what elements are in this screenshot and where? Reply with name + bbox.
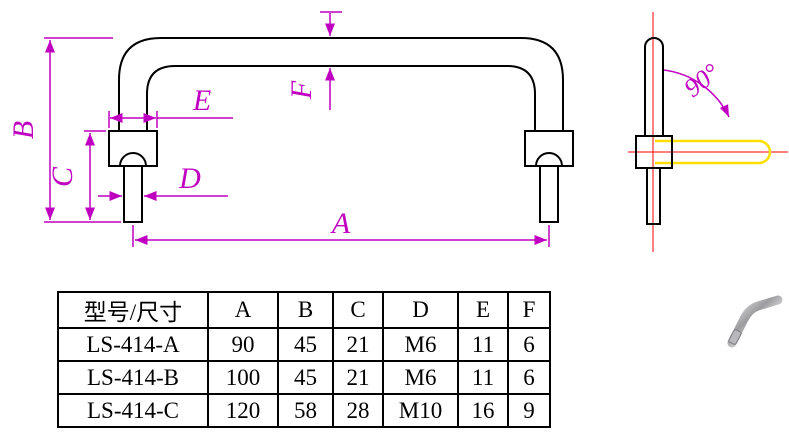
spec-cell: 90 [207,327,279,362]
dim-label-B: B [7,121,40,139]
side-view: 90° [628,12,788,252]
spec-table: 型号/尺寸 A B C D E F LS-414-A 90 45 21 M6 1… [57,291,551,428]
spec-cell: 11 [457,327,509,362]
rotated-position-outline [655,139,772,165]
side-handle-bar [644,37,664,136]
spec-cell: 45 [277,360,334,395]
spec-header-d: D [382,291,459,329]
rotation-arc-arrowhead [719,104,729,117]
spec-row-ls414a: LS-414-A 90 45 21 M6 11 6 [57,327,551,362]
spec-header-f: F [507,291,551,329]
left-mount-block [108,130,158,167]
spec-header-model: 型号/尺寸 [57,291,209,329]
right-mount-block [524,130,574,167]
spec-header-c: C [332,291,384,329]
spec-row-ls414b: LS-414-B 100 45 21 M6 11 6 [57,360,551,395]
spec-cell-model: LS-414-A [57,327,209,362]
angle-label: 90° [678,58,725,103]
spec-cell-model: LS-414-C [57,393,209,428]
dimensions [44,11,550,247]
handle-product-photo [727,295,783,348]
spec-header-e: E [457,291,509,329]
right-stud [539,165,559,223]
spec-cell: 45 [277,327,334,362]
spec-cell: 6 [507,327,551,362]
photo-handle-nut [728,329,742,345]
spec-cell: 58 [277,393,334,428]
spec-cell: 16 [457,393,509,428]
dim-label-E: E [192,84,211,117]
spec-cell: 21 [332,360,384,395]
photo-handle-tube [727,295,783,348]
spec-cell: 11 [457,360,509,395]
spec-cell: 21 [332,327,384,362]
front-view [108,37,574,223]
spec-cell: M6 [382,360,459,395]
spec-header-row: 型号/尺寸 A B C D E F [57,291,551,329]
spec-cell: 9 [507,393,551,428]
spec-header-b: B [277,291,334,329]
handle-tube-outer [118,37,564,131]
dim-label-A: A [330,207,351,240]
spec-cell: 6 [507,360,551,395]
technical-drawing: A B C D E F 90° [7,11,788,252]
left-mount-arc [119,152,147,167]
side-stud [646,167,661,225]
dim-label-C: C [46,166,79,187]
dim-label-F: F [285,80,318,100]
spec-cell: 120 [207,393,279,428]
right-mount-arc [535,152,563,167]
dim-label-D: D [178,162,201,195]
spec-cell: M6 [382,327,459,362]
spec-cell: M10 [382,393,459,428]
spec-header-a: A [207,291,279,329]
spec-cell: 100 [207,360,279,395]
spec-cell: 28 [332,393,384,428]
spec-cell-model: LS-414-B [57,360,209,395]
handle-tube-inner [146,65,536,131]
spec-row-ls414c: LS-414-C 120 58 28 M10 16 9 [57,393,551,428]
left-stud [123,165,143,223]
